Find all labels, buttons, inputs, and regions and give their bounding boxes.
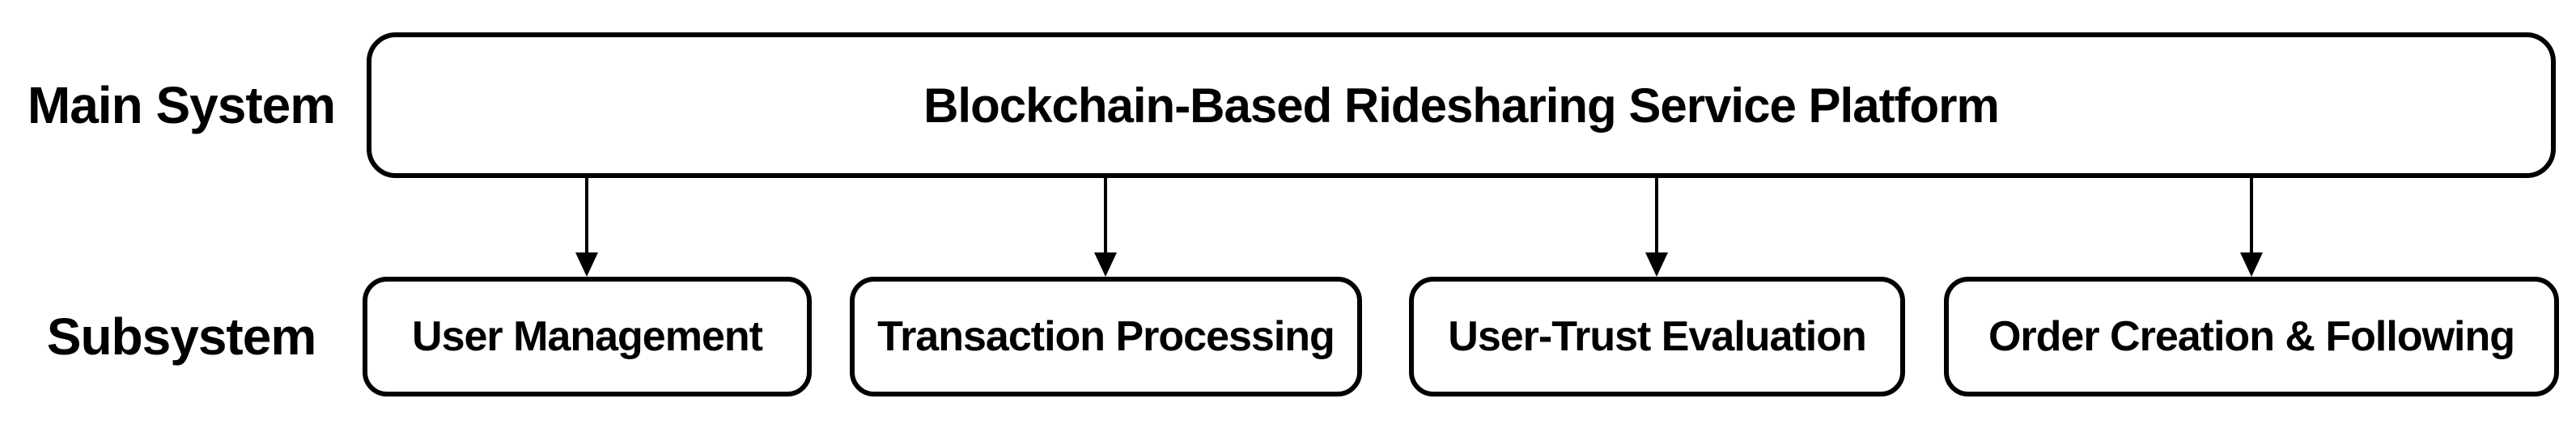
subsystem-box-label: User Management [412,313,763,360]
main-system-row-label: Main System [27,76,336,134]
arrow-head-down-icon [1094,252,1117,277]
connector-arrow-user-trust-evaluation [1644,178,1669,277]
arrow-head-down-icon [2240,252,2263,277]
arrow-line [2250,178,2253,256]
subsystem-box-transaction-processing: Transaction Processing [850,277,1362,396]
arrow-line [1655,178,1658,256]
main-system-box-label: Blockchain-Based Ridesharing Service Pla… [923,78,2000,133]
arrow-line [1104,178,1107,256]
arrow-head-down-icon [1645,252,1668,277]
arrow-head-down-icon [575,252,598,277]
subsystem-box-order-creation-following: Order Creation & Following [1944,277,2559,396]
subsystem-box-user-trust-evaluation: User-Trust Evaluation [1409,277,1905,396]
arrow-line [585,178,588,256]
subsystem-box-user-management: User Management [363,277,812,396]
subsystem-box-label: Transaction Processing [877,313,1335,360]
subsystem-box-label: Order Creation & Following [1988,313,2515,360]
subsystem-row-label: Subsystem [46,307,316,366]
connector-arrow-order-creation [2239,178,2264,277]
connector-arrow-transaction-processing [1093,178,1118,277]
connector-arrow-user-management [575,178,599,277]
main-system-box: Blockchain-Based Ridesharing Service Pla… [367,32,2556,178]
subsystem-box-label: User-Trust Evaluation [1448,313,1866,360]
